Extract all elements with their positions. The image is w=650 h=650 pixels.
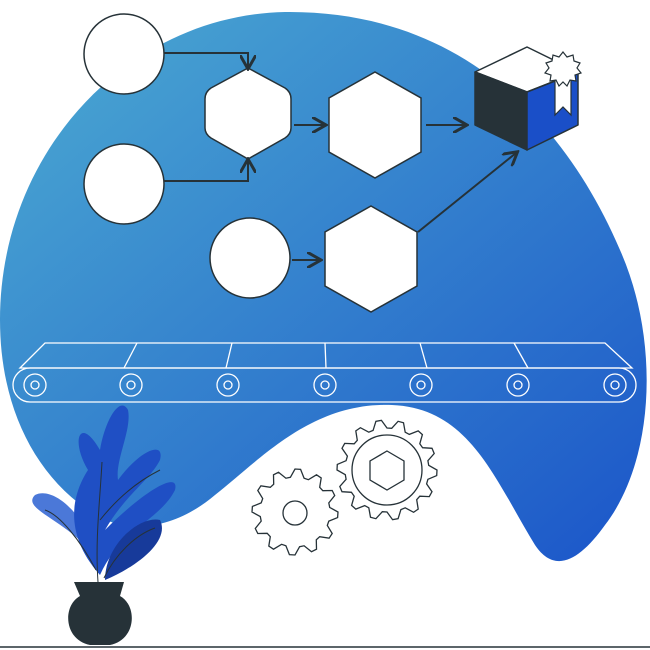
process-hexagon-2 xyxy=(328,71,422,179)
small-gear-hub xyxy=(282,500,308,526)
input-circle-3 xyxy=(209,217,291,299)
award-badge-icon xyxy=(543,51,583,117)
background-blob xyxy=(0,11,647,562)
input-circle-2 xyxy=(83,143,165,225)
conveyor-rollers xyxy=(23,373,627,397)
flow-arrows xyxy=(164,52,516,260)
plant-pot xyxy=(68,582,132,645)
conveyor-belt xyxy=(12,342,637,403)
large-gear-hub xyxy=(369,450,405,491)
process-hexagon-3 xyxy=(324,205,418,313)
plant-icon xyxy=(32,405,176,645)
input-circle-1 xyxy=(83,13,165,95)
